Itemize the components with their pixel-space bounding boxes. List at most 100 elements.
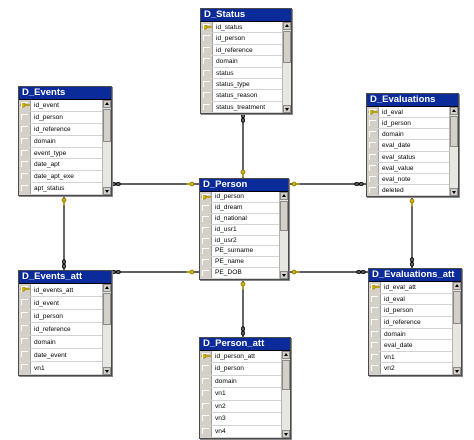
field-row[interactable]: domain	[19, 135, 111, 148]
field-row[interactable]: eval_date	[369, 340, 461, 352]
row-selector[interactable]	[201, 22, 213, 33]
row-selector[interactable]	[369, 363, 381, 374]
field-row[interactable]: PE_name	[200, 257, 288, 269]
row-selector[interactable]	[200, 246, 212, 257]
row-selector[interactable]	[200, 192, 212, 202]
field-row[interactable]: id_dream	[200, 202, 288, 214]
field-row[interactable]: domain	[369, 328, 461, 341]
row-selector[interactable]	[369, 316, 381, 328]
scroll-up-arrow-icon[interactable]	[453, 282, 461, 290]
row-selector[interactable]	[369, 328, 381, 340]
scroll-up-arrow-icon[interactable]	[450, 107, 458, 115]
vertical-scrollbar[interactable]	[282, 22, 291, 113]
row-selector[interactable]	[369, 282, 381, 293]
row-selector[interactable]	[200, 413, 212, 425]
vertical-scrollbar[interactable]	[279, 192, 288, 279]
row-selector[interactable]	[19, 310, 31, 322]
scroll-down-arrow-icon[interactable]	[283, 105, 291, 113]
field-row[interactable]: vn4	[200, 425, 290, 438]
scroll-up-arrow-icon[interactable]	[103, 284, 111, 292]
field-row[interactable]: domain	[201, 56, 291, 68]
table-title[interactable]: D_Person	[200, 179, 288, 192]
field-row[interactable]: vn2	[369, 363, 461, 375]
row-selector[interactable]	[369, 293, 381, 305]
scroll-thumb[interactable]	[103, 109, 111, 143]
scroll-thumb[interactable]	[450, 116, 458, 148]
field-row[interactable]: id_usr1	[200, 224, 288, 236]
field-row[interactable]: id_person_att	[200, 351, 290, 364]
field-row[interactable]: vn3	[200, 413, 290, 426]
row-selector[interactable]	[201, 44, 213, 56]
field-row[interactable]: deleted	[367, 184, 458, 196]
field-row[interactable]: id_reference	[369, 316, 461, 329]
field-row[interactable]: id_eval_att	[369, 282, 461, 294]
row-selector[interactable]	[19, 183, 31, 194]
field-row[interactable]: status	[201, 67, 291, 79]
field-row[interactable]: date_apt	[19, 159, 111, 172]
row-selector[interactable]	[369, 305, 381, 316]
field-row[interactable]: domain	[19, 336, 111, 349]
row-selector[interactable]	[367, 118, 379, 129]
row-selector[interactable]	[19, 349, 31, 361]
scroll-up-arrow-icon[interactable]	[103, 100, 111, 108]
row-selector[interactable]	[367, 107, 379, 118]
field-row[interactable]: id_eval	[369, 293, 461, 306]
row-selector[interactable]	[200, 213, 212, 224]
row-selector[interactable]	[200, 400, 212, 413]
row-selector[interactable]	[201, 78, 213, 90]
table-title[interactable]: D_Evaluations_att	[369, 269, 461, 282]
field-row[interactable]: vn1	[19, 362, 111, 375]
field-row[interactable]: id_reference	[19, 323, 111, 336]
scroll-thumb[interactable]	[103, 293, 111, 325]
row-selector[interactable]	[19, 123, 31, 135]
scroll-up-arrow-icon[interactable]	[280, 192, 288, 200]
field-row[interactable]: id_person	[201, 33, 291, 45]
table-title[interactable]: D_Evaluations	[367, 94, 458, 107]
row-selector[interactable]	[19, 100, 31, 111]
field-row[interactable]: id_person	[19, 111, 111, 124]
scroll-down-arrow-icon[interactable]	[103, 367, 111, 375]
field-row[interactable]: eval_note	[367, 173, 458, 185]
row-selector[interactable]	[201, 33, 213, 44]
row-selector[interactable]	[369, 340, 381, 351]
row-selector[interactable]	[201, 90, 213, 101]
field-row[interactable]: id_usr2	[200, 235, 288, 247]
field-row[interactable]: id_event	[19, 297, 111, 310]
row-selector[interactable]	[200, 257, 212, 268]
row-selector[interactable]	[200, 224, 212, 235]
row-selector[interactable]	[19, 297, 31, 309]
field-row[interactable]: id_national	[200, 213, 288, 225]
row-selector[interactable]	[201, 101, 213, 112]
row-selector[interactable]	[19, 284, 31, 296]
row-selector[interactable]	[200, 375, 212, 388]
field-row[interactable]: id_person	[367, 118, 458, 130]
vertical-scrollbar[interactable]	[102, 284, 111, 375]
scroll-up-arrow-icon[interactable]	[282, 351, 290, 359]
scroll-up-arrow-icon[interactable]	[283, 22, 291, 30]
row-selector[interactable]	[367, 140, 379, 151]
scroll-thumb[interactable]	[453, 291, 461, 324]
row-selector[interactable]	[201, 67, 213, 78]
row-selector[interactable]	[200, 268, 212, 278]
table-title[interactable]: D_Events_att	[19, 271, 111, 284]
row-selector[interactable]	[201, 56, 213, 67]
field-row[interactable]: id_reference	[19, 123, 111, 136]
field-row[interactable]: vn1	[369, 351, 461, 364]
row-selector[interactable]	[19, 111, 31, 123]
field-row[interactable]: id_person	[200, 363, 290, 376]
vertical-scrollbar[interactable]	[449, 107, 458, 196]
field-row[interactable]: id_event	[19, 100, 111, 112]
field-row[interactable]: vn2	[200, 400, 290, 414]
vertical-scrollbar[interactable]	[102, 100, 111, 195]
row-selector[interactable]	[19, 362, 31, 374]
scroll-thumb[interactable]	[280, 201, 288, 232]
field-row[interactable]: id_events_att	[19, 284, 111, 297]
row-selector[interactable]	[19, 171, 31, 183]
row-selector[interactable]	[200, 202, 212, 213]
field-row[interactable]: apt_status	[19, 183, 111, 195]
